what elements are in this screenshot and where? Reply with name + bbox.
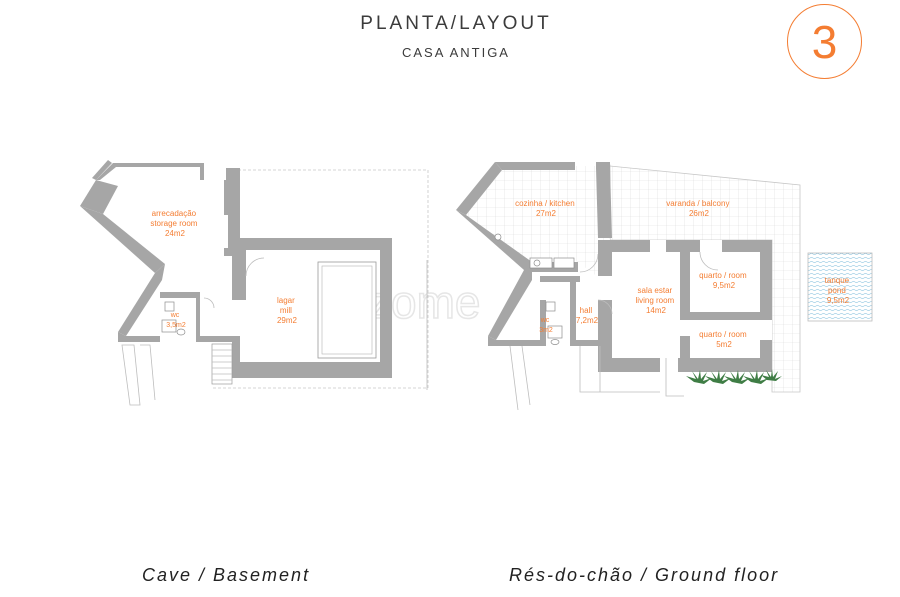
basement-wc-label: wc 3,5m2 xyxy=(166,312,186,329)
mill-room-label: lagar mill 29m2 xyxy=(277,296,298,325)
ground-floor-caption: Rés-do-chão / Ground floor xyxy=(509,565,780,585)
balcony-label: varanda / balcony 26m2 xyxy=(666,199,731,218)
living-room-label: sala estar living room 14m2 xyxy=(636,286,677,315)
storage-room-label: arrecadação storage room 24m2 xyxy=(150,209,199,238)
basement-steps xyxy=(121,344,156,406)
basement-caption: Cave / Basement xyxy=(142,565,311,585)
basement-plan: arrecadação storage room 24m2 lagar mill… xyxy=(80,160,429,406)
room-2-label: quarto / room 5m2 xyxy=(699,330,749,349)
basement-wc-basin xyxy=(176,328,186,336)
ground-steps xyxy=(509,345,531,411)
kitchen-fixture xyxy=(494,233,502,241)
basement-wc-toilet xyxy=(164,301,175,312)
garden-plants xyxy=(686,369,782,384)
pond-label: tanque pond 9,5m2 xyxy=(825,276,852,305)
kitchen-tiles xyxy=(464,166,610,275)
basement-site-outline xyxy=(212,169,429,389)
ground-wc-label: wc 3m2 xyxy=(539,317,553,334)
basement-door-arc xyxy=(245,257,265,277)
basement-stairs xyxy=(211,343,233,385)
ground-exterior-lines xyxy=(579,346,660,393)
pond xyxy=(807,252,873,322)
kitchen-sink xyxy=(529,257,553,269)
kitchen-label: cozinha / kitchen 27m2 xyxy=(515,199,577,218)
room-1-label: quarto / room 9,5m2 xyxy=(699,271,749,290)
hall-label: hall 7,2m2 xyxy=(576,306,599,325)
page-number-badge: 3 xyxy=(787,4,862,79)
ground-wc-toilet xyxy=(545,301,556,312)
page-subtitle: CASA ANTIGA xyxy=(402,45,510,60)
ground-floor-plan: cozinha / kitchen 27m2 varanda / balcony… xyxy=(456,162,873,411)
page-title: PLANTA/LAYOUT xyxy=(360,13,552,34)
